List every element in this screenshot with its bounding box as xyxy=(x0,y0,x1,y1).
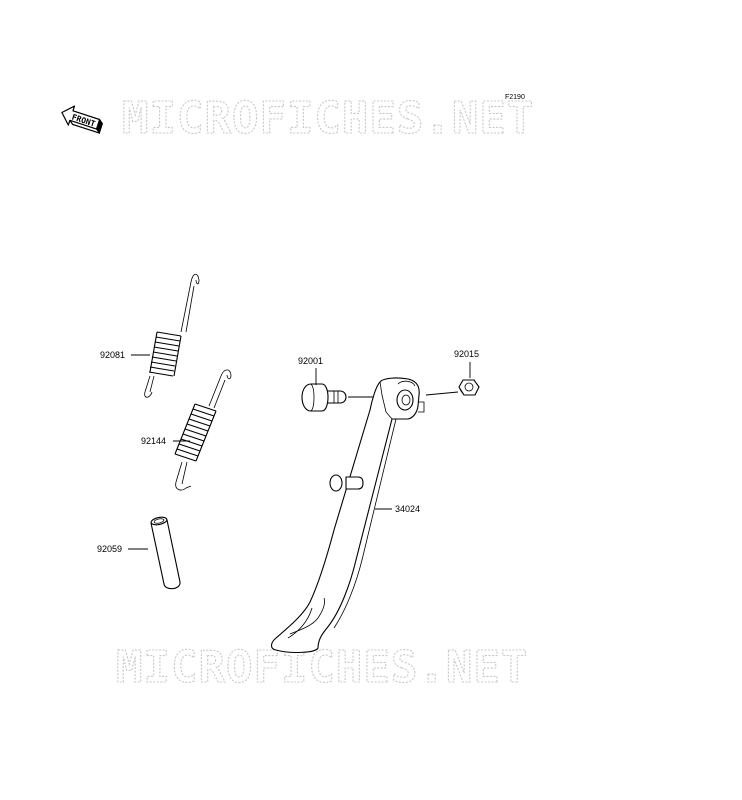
part-number-92059: 92059 xyxy=(97,544,122,554)
watermark-bottom: MICROFICHES.NET xyxy=(116,642,528,693)
front-arrow-icon: FRONT xyxy=(61,105,104,135)
reference-code: F2190 xyxy=(505,94,525,101)
axis-nut xyxy=(425,391,459,396)
part-number-92001: 92001 xyxy=(298,356,323,366)
side-stand-34024 xyxy=(270,377,425,653)
nut-92015 xyxy=(458,379,480,396)
watermark-top: MICROFICHES.NET xyxy=(122,93,534,144)
spring-92144 xyxy=(174,369,232,491)
part-number-92144: 92144 xyxy=(141,436,166,446)
collar-92059 xyxy=(150,516,181,590)
part-number-92081: 92081 xyxy=(100,350,125,360)
part-number-92015: 92015 xyxy=(454,349,479,359)
front-label: FRONT xyxy=(71,113,97,129)
spring-92081 xyxy=(144,273,200,398)
bolt-92001 xyxy=(301,383,347,412)
part-number-34024: 34024 xyxy=(395,504,420,514)
